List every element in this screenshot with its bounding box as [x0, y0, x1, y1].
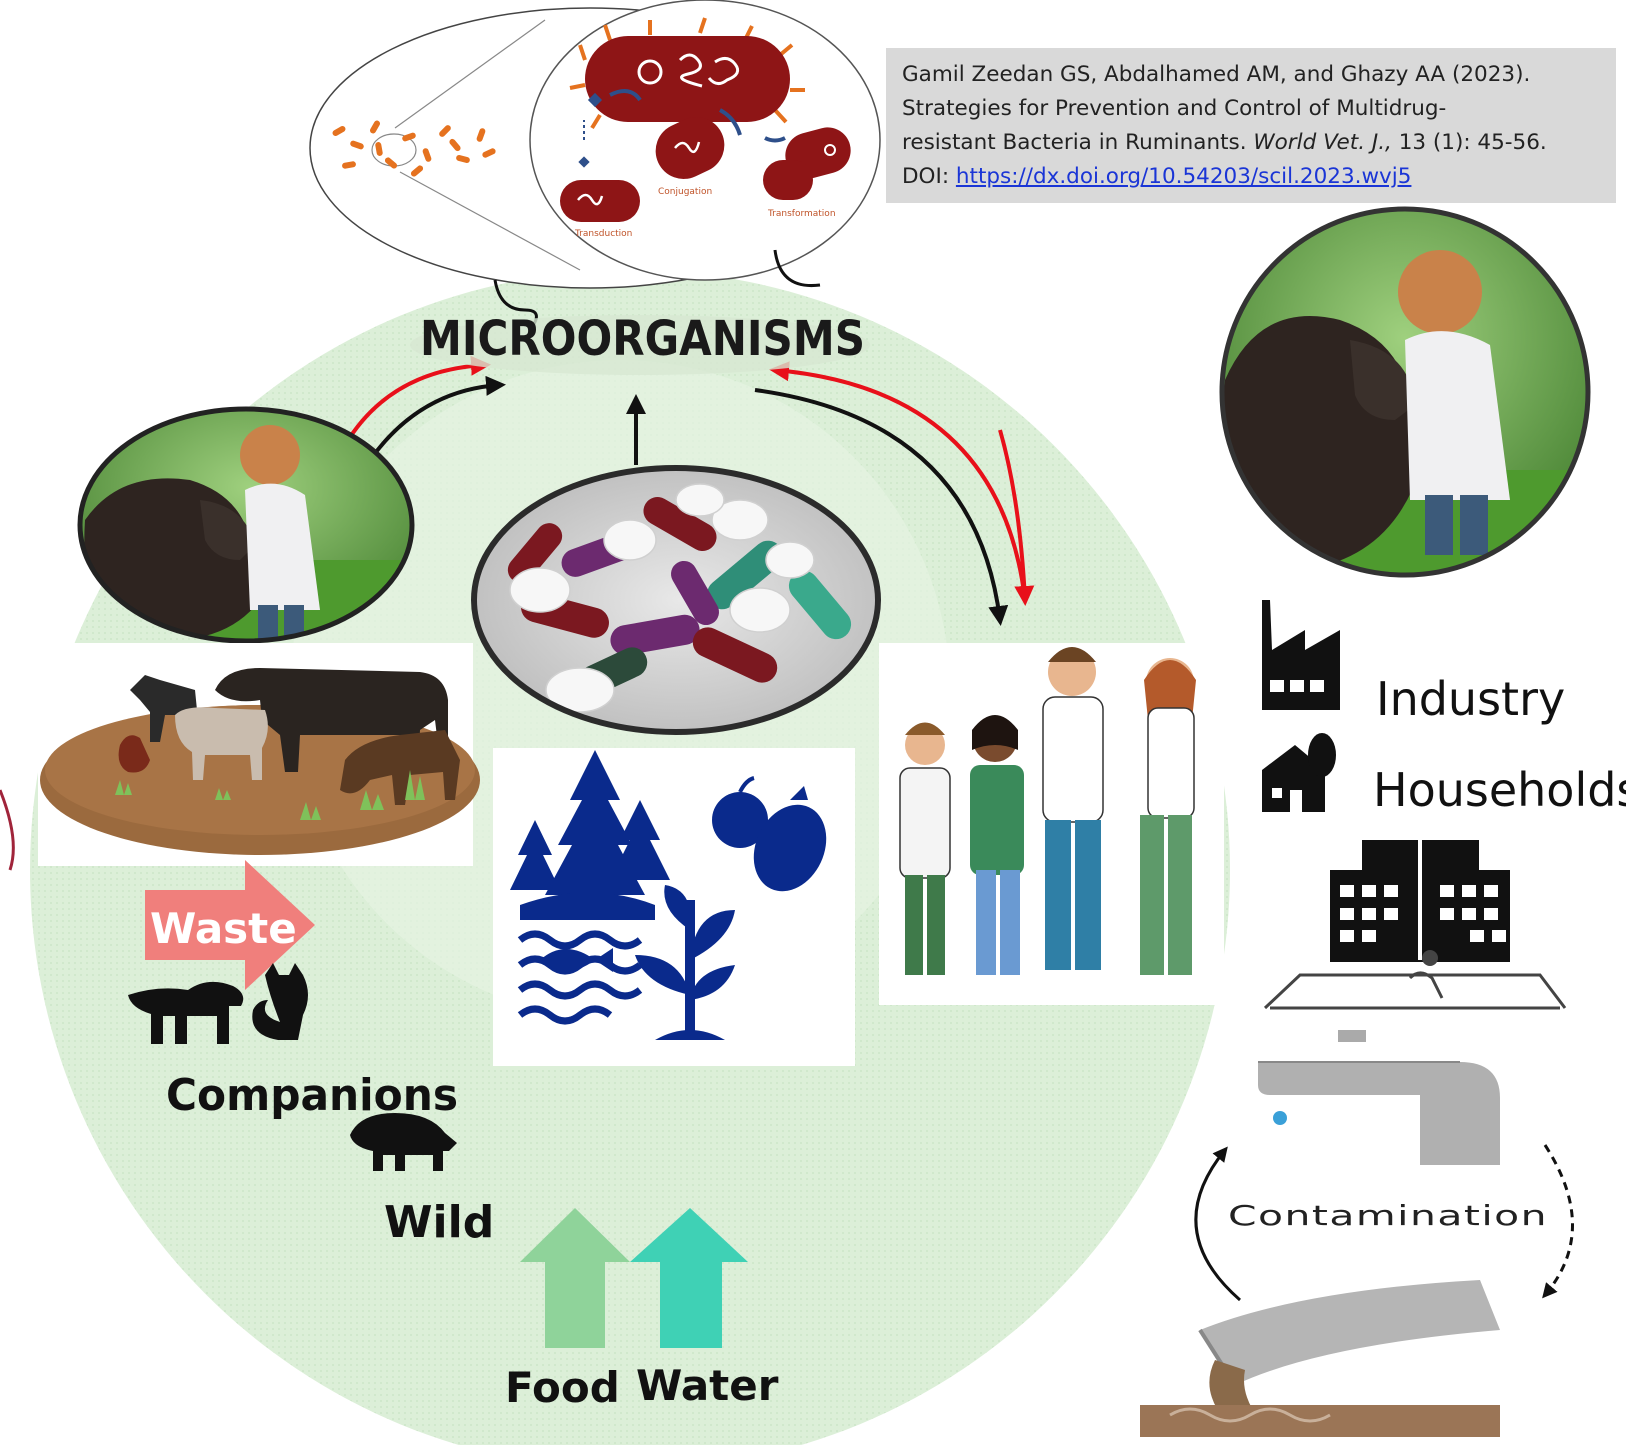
people-illustration: [899, 647, 1196, 975]
households-label: Households: [1373, 763, 1626, 817]
boar-icon: [350, 1113, 457, 1171]
hospital-icon: [1263, 840, 1567, 1010]
wild-label: Wild: [384, 1197, 494, 1248]
citation-doi-link[interactable]: https://dx.doi.org/10.54203/scil.2023.wv…: [955, 164, 1412, 189]
contamination-arrow-right: [1542, 1144, 1574, 1299]
bacteria-transfer-inset: Transduction Conjugation Transformation: [309, 0, 881, 289]
ecosystem-icon: [510, 750, 827, 1040]
arrow-humans-micro-red: [769, 361, 1027, 601]
factory-icon: [1262, 600, 1340, 710]
arrow-animal-to-micro-black: [368, 375, 506, 462]
arrow-animal-to-micro-red: [343, 355, 491, 447]
cow-child-photo-right: [1219, 206, 1591, 578]
citation-box: Gamil Zeedan GS, Abdalhamed AM, and Ghaz…: [886, 48, 1616, 203]
citation-journal: World Vet. J.,: [1253, 130, 1392, 155]
inset-connector-right: [773, 249, 821, 288]
citation-line-3: resistant Bacteria in Ruminants. World V…: [902, 126, 1600, 160]
citation-doi-label: DOI:: [902, 164, 956, 189]
contamination-label: Contamination: [1228, 1199, 1548, 1232]
house-icon: [1262, 733, 1336, 812]
industry-label: Industry: [1376, 672, 1565, 726]
antibiotic-pills-photo: [471, 465, 881, 735]
cow-child-photo-left: [77, 406, 415, 644]
waste-label: Waste: [150, 904, 297, 953]
arrow-micro-humans-red-head: [998, 429, 1035, 606]
livestock-illustration: [40, 668, 480, 855]
contamination-cycle: Contamination: [1140, 1030, 1574, 1437]
transduction-label: Transduction: [574, 229, 632, 239]
transformation-label: Transformation: [767, 209, 836, 219]
citation-line-3b: 13 (1): 45-56.: [1391, 130, 1547, 155]
food-arrow: [520, 1208, 630, 1348]
arrow-micro-humans-black: [754, 388, 1009, 626]
microorganisms-label: MICROORGANISMS: [420, 311, 865, 367]
conjugation-label: Conjugation: [658, 187, 712, 197]
companions-label: Companions: [166, 1070, 458, 1121]
cat-icon: [252, 963, 308, 1040]
water-label: Water: [636, 1361, 779, 1410]
citation-line-1: Gamil Zeedan GS, Abdalhamed AM, and Ghaz…: [902, 62, 1531, 87]
citation-line-3a: resistant Bacteria in Ruminants.: [902, 130, 1254, 155]
left-red-arc: [0, 789, 15, 871]
food-label: Food: [505, 1363, 620, 1412]
water-arrow: [630, 1208, 748, 1348]
citation-line-4: DOI: https://dx.doi.org/10.54203/scil.20…: [902, 160, 1600, 194]
dog-icon: [128, 981, 244, 1044]
citation-line-2: Strategies for Prevention and Control of…: [902, 96, 1447, 121]
waste-arrow: [145, 860, 315, 990]
contamination-arrow-left: [1194, 1146, 1241, 1302]
